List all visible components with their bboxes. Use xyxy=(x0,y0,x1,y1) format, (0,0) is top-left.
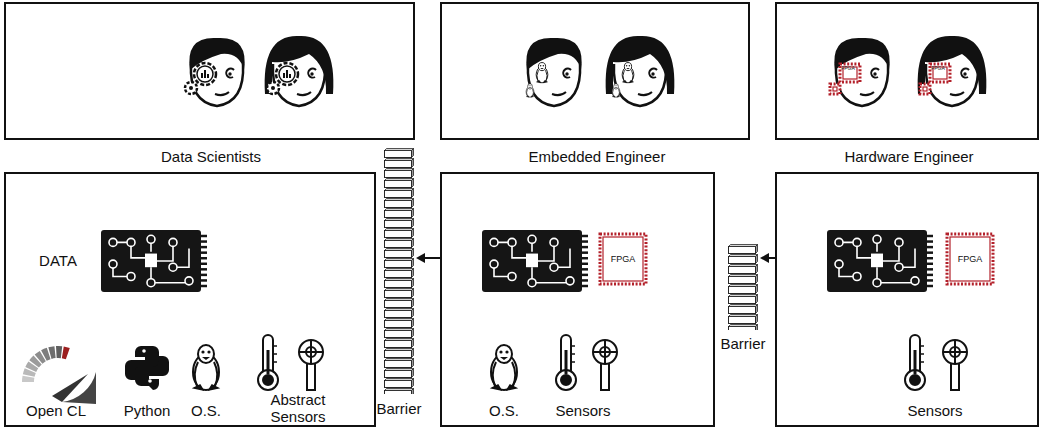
linux-penguin xyxy=(622,63,634,83)
node-text: Data Scientists xyxy=(161,148,261,165)
fpga-chip xyxy=(930,64,950,82)
engineer-face xyxy=(830,38,890,106)
linux-penguin xyxy=(536,63,548,83)
illustration xyxy=(442,4,748,138)
illustration xyxy=(384,148,414,394)
engineer-face xyxy=(918,36,987,106)
probe-sensor xyxy=(593,340,617,390)
brick-wall xyxy=(728,244,758,330)
circuit-board xyxy=(827,230,933,292)
engineer-face xyxy=(265,36,334,106)
probe-sensor xyxy=(943,340,967,390)
people-panel: Hardware EngineerFPGAFPGA xyxy=(775,2,1039,140)
barrier-wall: Barrier xyxy=(384,148,414,394)
people-panel: Embedded Engineer xyxy=(440,2,750,140)
probe-sensor xyxy=(299,340,323,390)
flow-arrow xyxy=(416,253,440,263)
node-text: Embedded Engineer xyxy=(529,148,666,165)
engineer-face xyxy=(526,38,582,106)
illustration xyxy=(777,4,1037,138)
node-text: O.S. xyxy=(191,402,221,419)
fpga-chip xyxy=(840,64,860,82)
thermometer-sensor xyxy=(556,335,576,390)
linux-penguin xyxy=(491,345,517,390)
node-text: FPGA xyxy=(958,254,983,264)
brick-wall xyxy=(384,148,414,394)
illustration xyxy=(442,174,713,425)
node-text: Barrier xyxy=(376,400,421,417)
barrier-wall: Barrier xyxy=(728,244,758,330)
illustration xyxy=(777,174,1037,425)
node-text: Sensors xyxy=(907,402,962,419)
linux-penguin xyxy=(612,84,620,98)
node-text: DATA xyxy=(39,252,77,269)
fpga-chip xyxy=(830,84,840,94)
engineer-face xyxy=(185,38,245,106)
fpga-chip xyxy=(947,234,993,284)
fpga-chip xyxy=(920,84,930,94)
node-text: Open CL xyxy=(26,402,86,419)
circuit-board xyxy=(482,230,588,292)
node-text: Python xyxy=(124,402,171,419)
python-logo xyxy=(125,346,169,390)
illustration xyxy=(6,174,374,425)
performance-gauge xyxy=(28,352,96,404)
platform-panel: DATA Open CL Python O.S. Abstract Sensors xyxy=(4,172,376,427)
node-text: FPGA xyxy=(611,254,636,264)
illustration xyxy=(728,244,758,330)
linux-penguin xyxy=(193,345,219,390)
circuit-board xyxy=(101,230,207,292)
node-text: O.S. xyxy=(489,402,519,419)
chip-label: FPGA xyxy=(931,66,945,71)
illustration xyxy=(6,4,413,138)
flow-arrow xyxy=(760,253,775,263)
node-text: Sensors xyxy=(555,402,610,419)
chip-label: FPGA xyxy=(841,66,855,71)
node-text: Abstract Sensors xyxy=(262,391,334,425)
linux-penguin xyxy=(526,84,534,98)
thermometer-sensor xyxy=(258,335,278,390)
platform-panel: FPGA O.S. Sensors xyxy=(440,172,715,427)
engineer-face xyxy=(606,36,675,106)
node-text: Hardware Engineer xyxy=(844,148,973,165)
platform-panel: FPGA Sensors xyxy=(775,172,1039,427)
node-text: Barrier xyxy=(720,335,765,352)
fpga-chip xyxy=(600,234,646,284)
people-panel: Data Scientists xyxy=(4,2,415,140)
thermometer-sensor xyxy=(905,335,925,390)
